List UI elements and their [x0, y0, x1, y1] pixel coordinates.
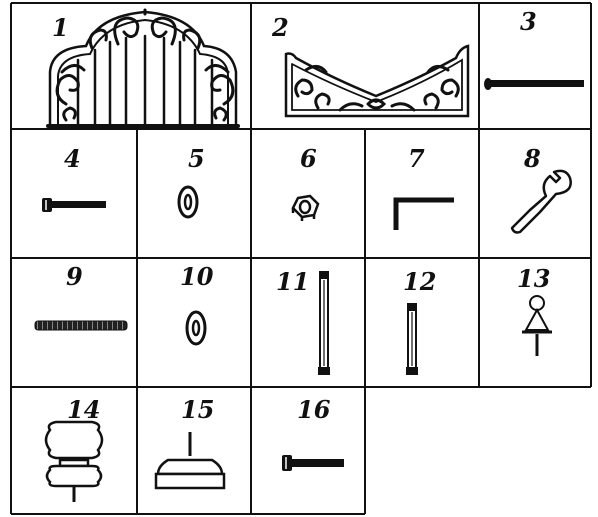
ball-finial-icon [522, 296, 552, 356]
part-number: 2 [271, 13, 289, 42]
washer-icon [187, 312, 205, 344]
washer-icon [179, 187, 197, 217]
part-number: 4 [64, 144, 81, 173]
part-number: 1 [52, 13, 69, 42]
part-number: 3 [520, 7, 537, 36]
post-cap-icon [156, 432, 224, 488]
part-number: 10 [180, 262, 214, 291]
short-post-bolt-icon [407, 304, 417, 374]
long-post-bolt-icon [319, 272, 329, 374]
part-number: 7 [408, 144, 425, 173]
part-number: 5 [188, 144, 205, 173]
short-bolt-icon [42, 198, 106, 212]
part-number: 13 [517, 264, 550, 293]
hex-nut-icon [293, 196, 318, 221]
part-number: 15 [181, 395, 214, 424]
footboard-panel-icon [286, 46, 468, 116]
long-bolt-icon [484, 78, 584, 90]
threaded-rod-icon [35, 321, 127, 330]
part-number: 9 [66, 262, 83, 291]
part-number: 8 [523, 144, 541, 173]
wrench-icon [512, 171, 571, 233]
part-number: 6 [300, 144, 317, 173]
part-number: 12 [403, 267, 436, 296]
headboard-panel-icon [48, 10, 238, 126]
part-number: 16 [297, 395, 331, 424]
part-number: 11 [276, 267, 309, 296]
allen-key-icon [396, 200, 454, 230]
bolt-icon [282, 455, 344, 471]
part-number: 14 [67, 395, 100, 424]
large-finial-icon [46, 422, 102, 502]
